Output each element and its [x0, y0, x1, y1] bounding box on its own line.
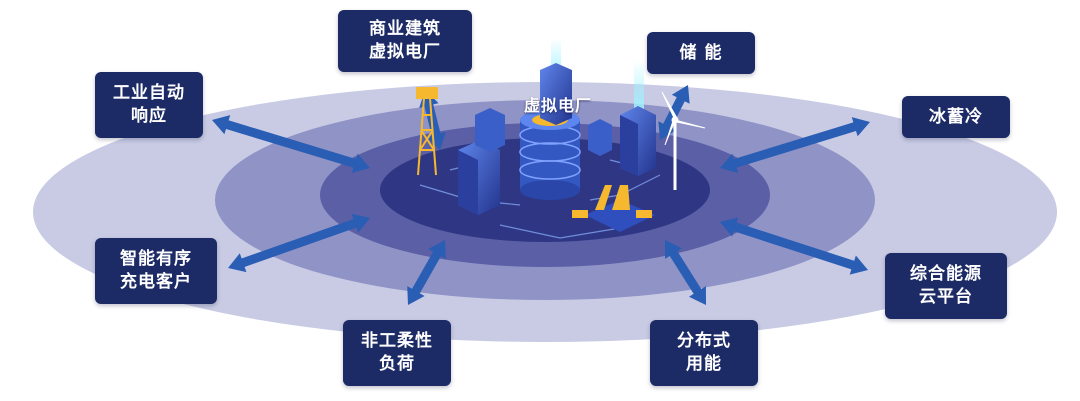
- arrow-head: [849, 255, 868, 275]
- arrow-shaft: [411, 249, 442, 296]
- node-commercial: 商业建筑 虚拟电厂: [338, 10, 472, 72]
- node-ice: 冰蓄冷: [902, 96, 1010, 138]
- double-arrow: [212, 115, 370, 173]
- node-label: 商业建筑 虚拟电厂: [369, 19, 441, 62]
- arrow-shaft: [668, 249, 703, 296]
- arrow-shaft: [732, 121, 858, 169]
- node-distributed: 分布式 用能: [650, 320, 758, 386]
- double-arrow: [228, 213, 370, 273]
- node-cloud: 综合能源 云平台: [885, 253, 1007, 319]
- building-small-right: [588, 119, 612, 156]
- arrow-head: [658, 121, 677, 140]
- node-label: 储 能: [679, 42, 723, 63]
- building-small-left: [475, 108, 505, 152]
- arrow-head: [671, 85, 690, 104]
- building-center-tall: [540, 63, 572, 125]
- tower-icon: [416, 87, 438, 176]
- light-beam: [551, 38, 561, 78]
- city-illustration: [416, 38, 706, 232]
- node-label: 综合能源 云平台: [910, 264, 982, 307]
- arrow-head: [689, 286, 706, 305]
- node-label: 分布式 用能: [677, 331, 731, 374]
- wind-turbine-icon: [661, 91, 706, 190]
- central-tower: [519, 110, 581, 200]
- double-arrow: [407, 240, 446, 305]
- arrow-head: [665, 240, 682, 259]
- light-beam: [634, 60, 644, 110]
- node-label: 智能有序 充电客户: [120, 249, 192, 292]
- arrow-shaft: [239, 218, 359, 268]
- node-storage: 储 能: [647, 32, 755, 74]
- arrow-head: [212, 115, 231, 135]
- node-flexible: 非工柔性 负荷: [343, 320, 451, 386]
- arrow-shaft: [731, 222, 857, 270]
- arrow-head: [428, 240, 446, 259]
- arrow-head: [426, 132, 446, 150]
- arrow-shaft: [224, 119, 358, 169]
- center-label: 虚拟电厂: [523, 96, 592, 115]
- arrow-head: [851, 117, 870, 137]
- building-right: [620, 106, 656, 176]
- node-label: 非工柔性 负荷: [361, 331, 433, 374]
- arrow-head: [228, 253, 247, 273]
- building-left: [458, 140, 500, 215]
- arrow-head: [720, 153, 739, 173]
- node-industrial: 工业自动 响应: [95, 72, 203, 138]
- double-arrow: [720, 117, 870, 173]
- node-label: 冰蓄冷: [929, 106, 983, 127]
- double-arrow: [665, 240, 706, 305]
- node-label: 工业自动 响应: [113, 83, 185, 126]
- arrow-head: [351, 153, 370, 173]
- arrow-head: [407, 286, 425, 305]
- battery-block: [572, 185, 655, 232]
- arrow-head: [351, 213, 370, 233]
- flow-arrows: [212, 85, 870, 305]
- double-arrow: [720, 217, 868, 275]
- node-ev: 智能有序 充电客户: [95, 238, 217, 304]
- arrow-head: [720, 217, 739, 237]
